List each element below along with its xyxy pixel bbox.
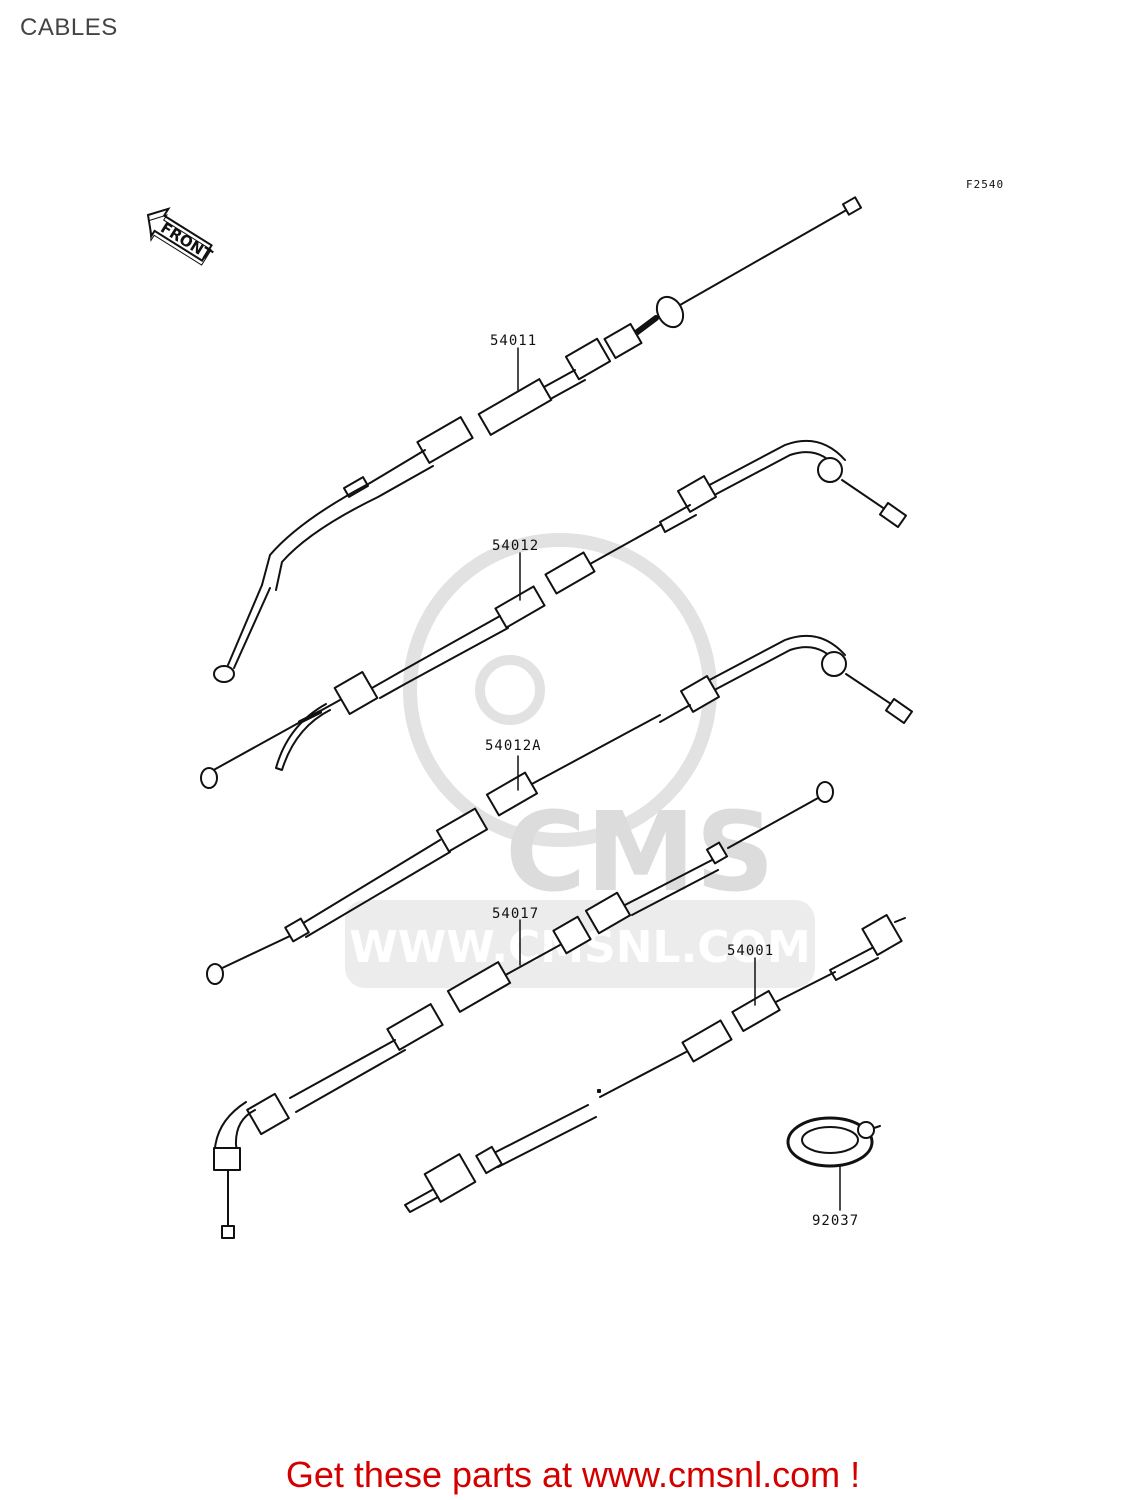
watermark-logo-text: CMS [505, 788, 774, 916]
front-arrow-icon: FRONT [146, 207, 216, 266]
cable-54012 [200, 439, 908, 789]
part-label: 54012 [492, 538, 539, 554]
figure-code: F2540 [966, 178, 1005, 191]
page-title: CABLES [20, 14, 118, 41]
leader-lines [517, 347, 841, 1211]
part-label: 54012A [485, 738, 542, 754]
cable-54017 [213, 781, 834, 1239]
grommet-92037 [786, 1116, 881, 1168]
part-label: 54001 [727, 943, 774, 959]
part-label: 54017 [492, 906, 539, 922]
watermark-mascot-eye [475, 655, 545, 725]
part-label: 54011 [490, 333, 537, 349]
cable-54011 [213, 196, 863, 683]
footer-link[interactable]: Get these parts at www.cmsnl.com ! [285, 1454, 861, 1495]
part-label: 92037 [812, 1213, 859, 1229]
cable-54012A [206, 634, 914, 985]
cable-54001 [404, 914, 906, 1213]
